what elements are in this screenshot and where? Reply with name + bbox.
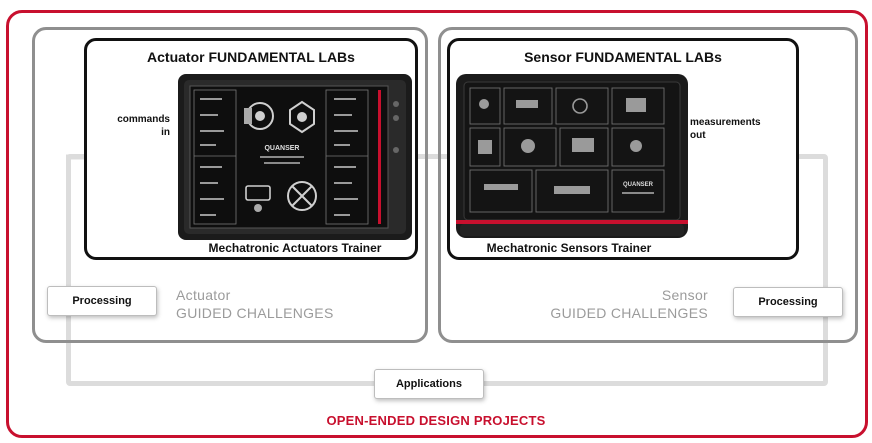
measurements-label-line1: measurements — [690, 117, 761, 128]
sensor-lab-title: Sensor FUNDAMENTAL LABs — [524, 49, 722, 65]
actuator-challenges-line1: Actuator — [176, 287, 231, 303]
actuator-trainer-image: QUANSER — [178, 74, 412, 240]
measurements-label-line2: out — [690, 130, 706, 141]
sensor-challenges-line1: Sensor — [661, 287, 708, 303]
actuator-lab-title: Actuator FUNDAMENTAL LABs — [147, 49, 355, 65]
commands-label-line2: in — [161, 127, 170, 138]
open-ended-projects-label: OPEN-ENDED DESIGN PROJECTS — [326, 413, 546, 428]
sensor-trainer-image: QUANSER — [456, 74, 688, 238]
sensor-group-frame — [438, 27, 858, 343]
svg-text:QUANSER: QUANSER — [264, 145, 299, 152]
actuator-trainer-caption: Mechatronic Actuators Trainer — [208, 241, 382, 255]
sensor-guided-challenges: Sensor GUIDED CHALLENGES — [500, 286, 708, 322]
measurements-out-label: measurements out — [690, 116, 790, 142]
open-ended-projects-frame — [6, 10, 868, 438]
actuator-challenges-line2: GUIDED CHALLENGES — [176, 305, 334, 321]
svg-text:QUANSER: QUANSER — [623, 182, 654, 188]
processing-right-box: Processing — [733, 287, 843, 317]
commands-label-line1: commands — [117, 114, 170, 125]
sensor-challenges-line2: GUIDED CHALLENGES — [550, 305, 708, 321]
processing-left-box: Processing — [47, 286, 157, 316]
applications-box: Applications — [374, 369, 484, 399]
sensor-trainer-caption: Mechatronic Sensors Trainer — [486, 241, 652, 255]
actuator-guided-challenges: Actuator GUIDED CHALLENGES — [176, 286, 376, 322]
actuator-group-frame — [32, 27, 428, 343]
commands-in-label: commands in — [100, 113, 170, 139]
